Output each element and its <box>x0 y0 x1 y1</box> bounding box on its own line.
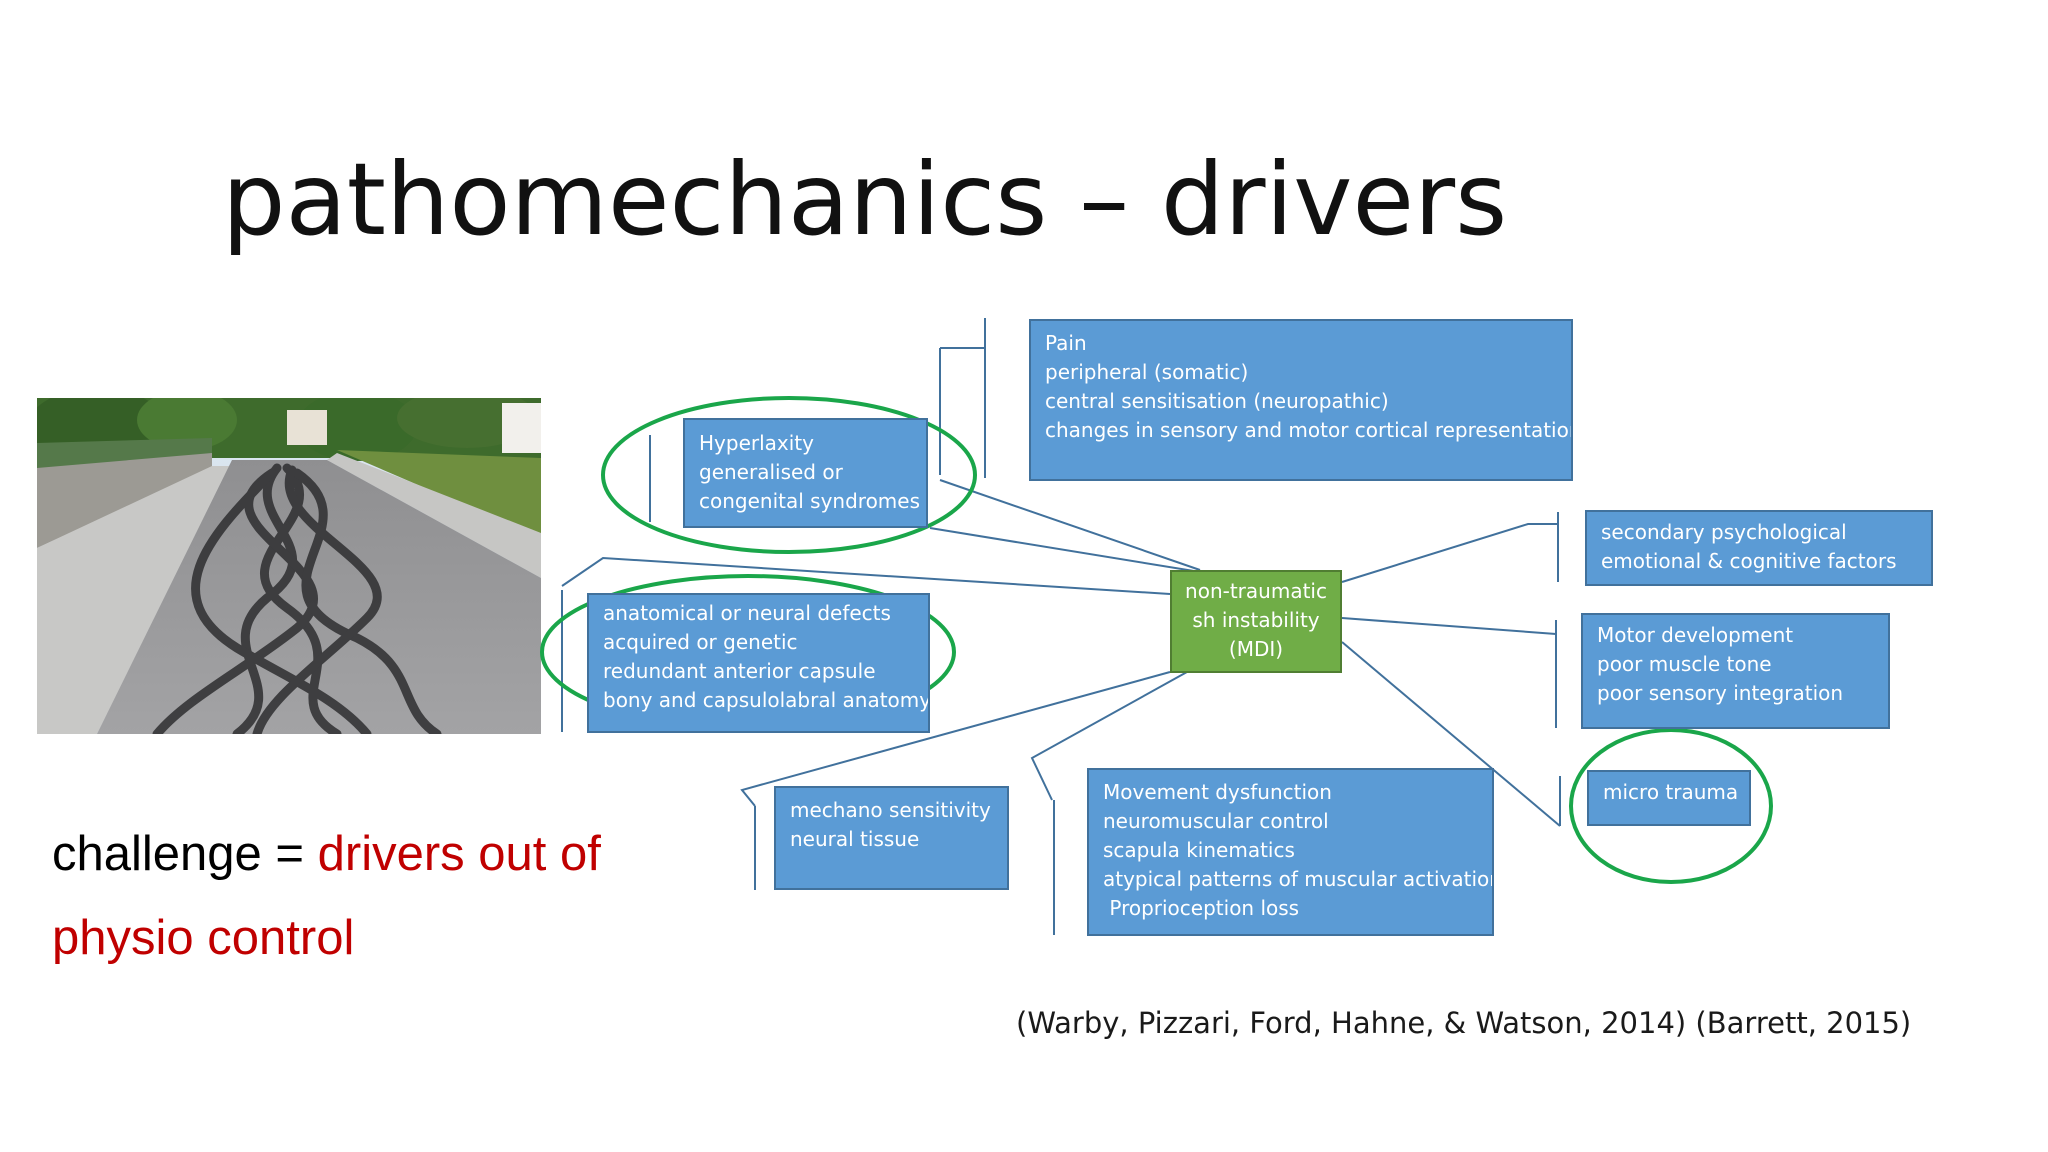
motor-line: Motor development <box>1597 623 1794 647</box>
mechano-box: mechano sensitivity neural tissue <box>774 786 1009 890</box>
pain-box: Pain peripheral (somatic) central sensit… <box>1029 319 1573 481</box>
motor-line: poor sensory integration <box>1597 681 1844 705</box>
psych-line: emotional & cognitive factors <box>1601 549 1897 573</box>
pain-line: central sensitisation (neuropathic) <box>1045 389 1389 413</box>
mechano-line: neural tissue <box>790 827 920 851</box>
center-mdi-box: non-traumatic sh instability (MDI) <box>1170 570 1342 673</box>
micro-trauma-box: micro trauma <box>1587 770 1751 826</box>
pain-line: changes in sensory and motor cortical re… <box>1045 418 1573 442</box>
center-line: sh instability <box>1192 608 1320 632</box>
challenge-red-2: physio control <box>52 911 355 965</box>
hyperlaxity-box: Hyperlaxity generalised or congenital sy… <box>683 418 928 528</box>
slide-title: pathomechanics – drivers <box>222 141 1508 258</box>
movement-line: scapula kinematics <box>1103 838 1295 862</box>
challenge-text: challenge = drivers out of physio contro… <box>52 812 601 980</box>
center-line: (MDI) <box>1228 637 1284 661</box>
center-line: non-traumatic <box>1185 579 1327 603</box>
citation: (Warby, Pizzari, Ford, Hahne, & Watson, … <box>1016 1006 1912 1040</box>
anatomical-line: redundant anterior capsule <box>603 659 876 683</box>
motor-line: poor muscle tone <box>1597 652 1772 676</box>
anatomical-line: anatomical or neural defects <box>603 601 891 625</box>
psych-box: secondary psychological emotional & cogn… <box>1585 510 1933 586</box>
motor-box: Motor development poor muscle tone poor … <box>1581 613 1890 729</box>
movement-line: Movement dysfunction <box>1103 780 1332 804</box>
movement-line: Proprioception loss <box>1103 896 1300 920</box>
pain-line: Pain <box>1045 331 1087 355</box>
movement-box: Movement dysfunction neuromuscular contr… <box>1087 768 1494 936</box>
anatomical-box: anatomical or neural defects acquired or… <box>587 593 930 733</box>
micro-line: micro trauma <box>1603 780 1739 804</box>
challenge-red-1: drivers out of <box>317 827 601 881</box>
movement-line: atypical patterns of muscular activation <box>1103 867 1494 891</box>
hyperlaxity-line: Hyperlaxity <box>699 431 814 455</box>
pain-line: peripheral (somatic) <box>1045 360 1249 384</box>
anatomical-line: acquired or genetic <box>603 630 798 654</box>
anatomical-line: bony and capsulolabral anatomy <box>603 688 930 712</box>
challenge-prefix: challenge = <box>52 827 318 881</box>
hyperlaxity-line: congenital syndromes <box>699 489 921 513</box>
mechano-line: mechano sensitivity <box>790 798 991 822</box>
road-skid-marks-photo <box>37 398 541 734</box>
psych-line: secondary psychological <box>1601 520 1847 544</box>
hyperlaxity-line: generalised or <box>699 460 843 484</box>
movement-line: neuromuscular control <box>1103 809 1329 833</box>
challenge-line-1: challenge = drivers out of <box>52 812 601 896</box>
